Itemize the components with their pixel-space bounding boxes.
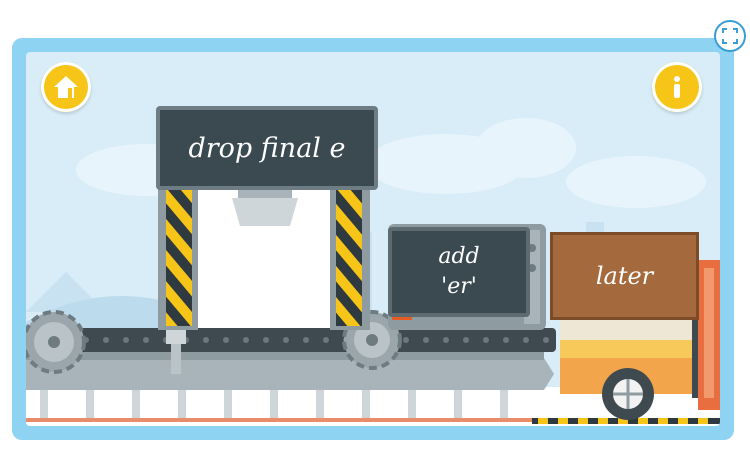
result-word-crate[interactable]: later bbox=[550, 232, 699, 320]
conveyor-legs bbox=[40, 390, 508, 418]
fullscreen-button[interactable] bbox=[714, 20, 746, 52]
info-icon bbox=[674, 76, 680, 98]
home-icon bbox=[54, 76, 78, 98]
factory-background bbox=[26, 118, 720, 426]
info-button[interactable] bbox=[652, 62, 702, 112]
result-word: later bbox=[595, 262, 654, 290]
monitor-screen: add 'er' bbox=[388, 227, 530, 317]
conveyor-base bbox=[26, 358, 554, 390]
conveyor-belt bbox=[66, 328, 556, 352]
rule-sign: drop final e bbox=[156, 106, 378, 190]
monitor-line-1: add bbox=[438, 244, 480, 269]
fullscreen-icon bbox=[722, 28, 738, 44]
home-button[interactable] bbox=[41, 62, 91, 112]
cloud-shapes bbox=[76, 118, 706, 208]
rule-label: drop final e bbox=[188, 132, 346, 164]
gear-icon-left bbox=[26, 310, 86, 374]
monitor-line-2: 'er' bbox=[441, 274, 477, 299]
